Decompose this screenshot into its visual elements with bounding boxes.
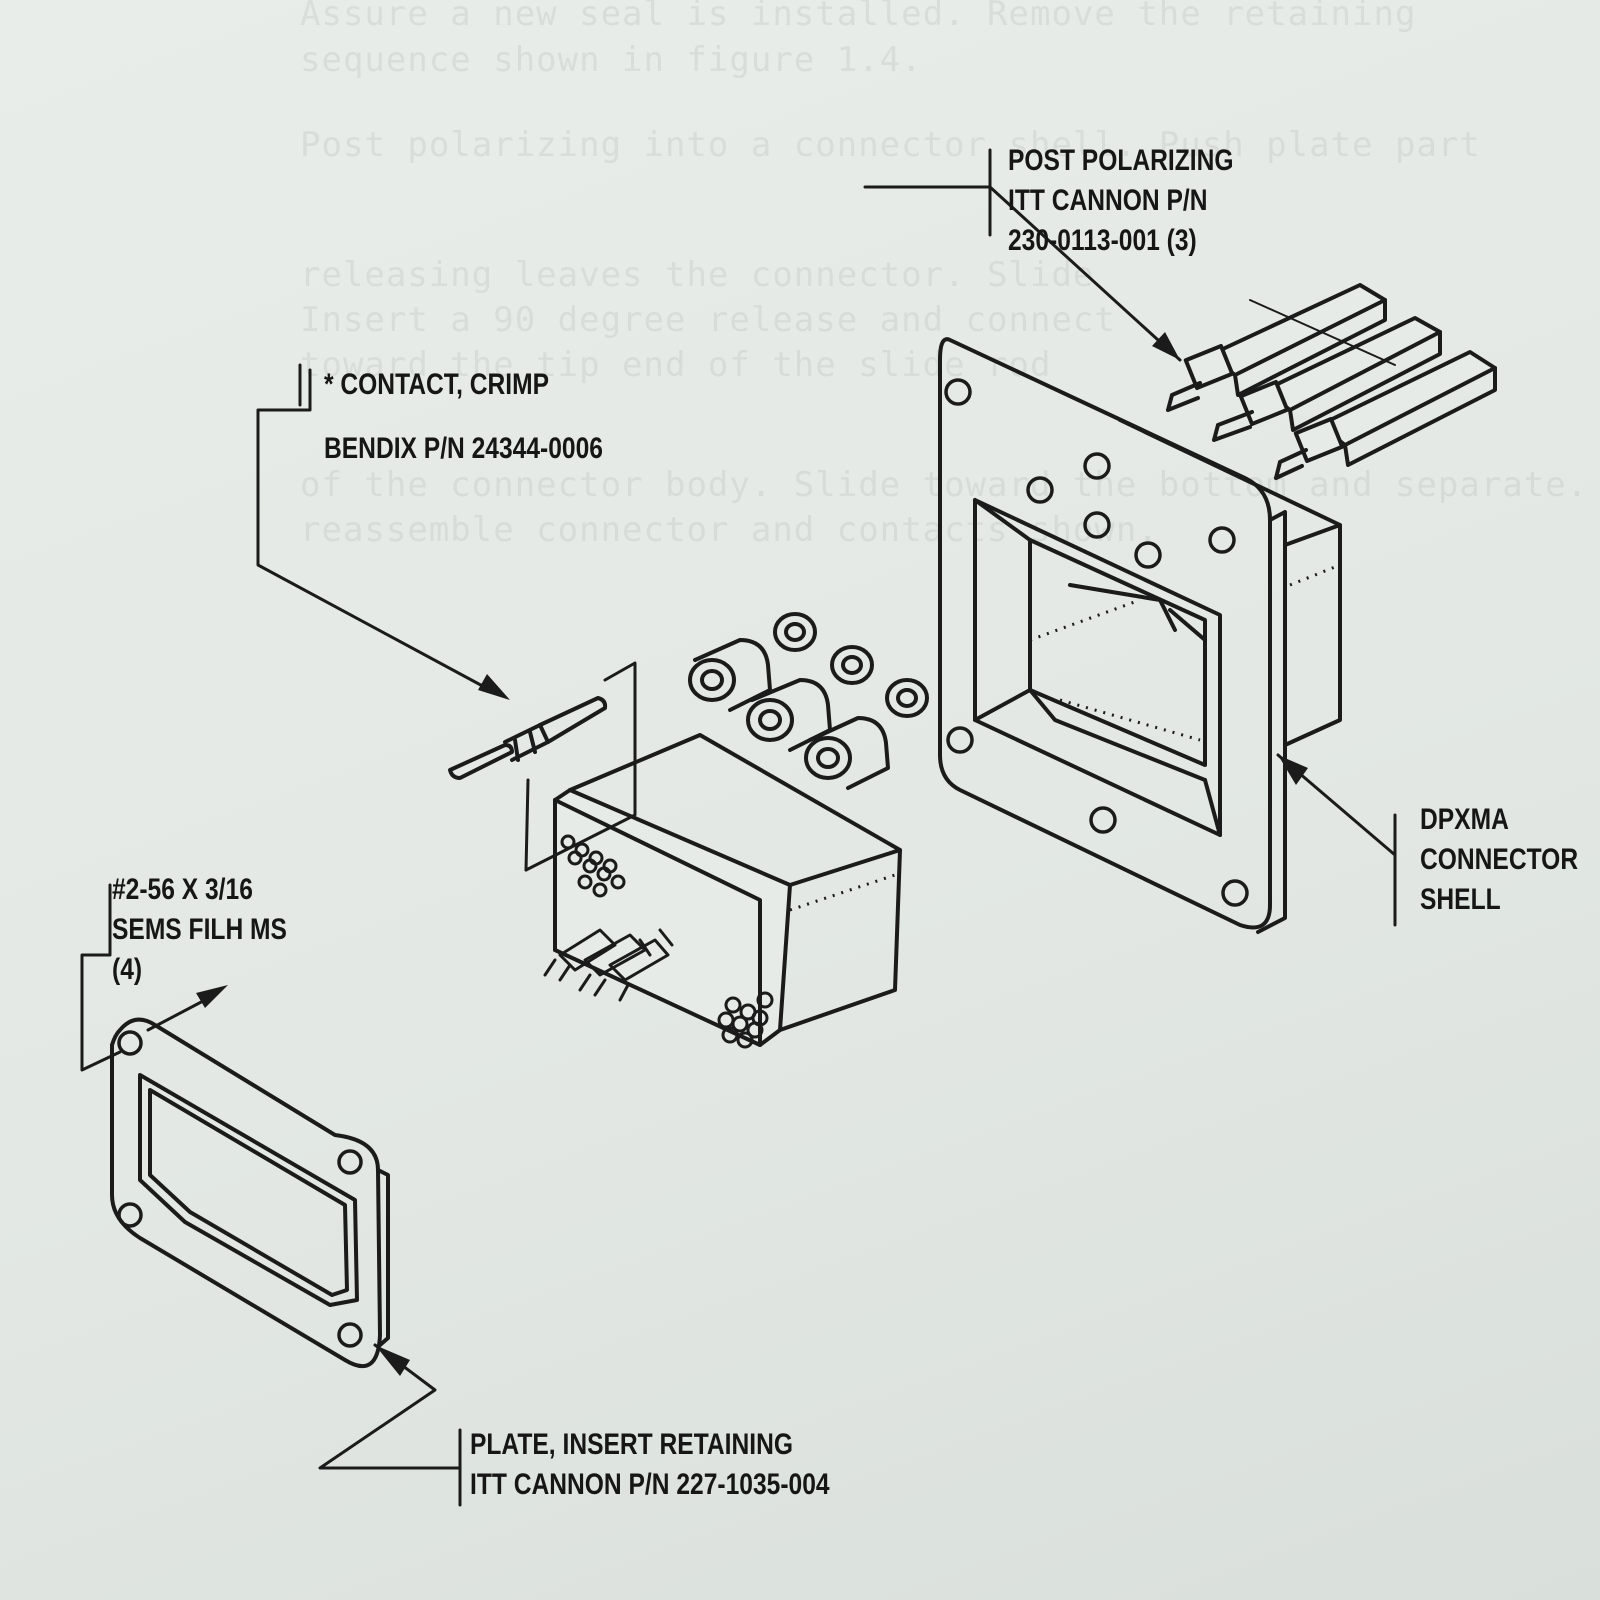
callout-line: BENDIX P/N 24344-0006 (324, 432, 603, 465)
callout-line: SEMS FILH MS (112, 913, 287, 946)
callout-line: (4) (112, 953, 143, 986)
spacer-washers (773, 612, 929, 718)
callout-line: ITT CANNON P/N 227-1035-004 (470, 1468, 830, 1501)
ghost-text-line: toward the tip end of the slide rod (300, 345, 1052, 385)
insert-contact-cavities (560, 834, 774, 1049)
callout-line: SHELL (1420, 883, 1501, 916)
inserted-contacts (543, 928, 674, 1002)
ghost-text-line: of the connector body. Slide toward the … (300, 465, 1589, 505)
connector-shell (938, 337, 1342, 934)
callout-contact-crimp: * CONTACT, CRIMP BENDIX P/N 24344-0006 (324, 353, 603, 481)
ghost-text-line: Insert a 90 degree release and connect (300, 300, 1116, 340)
callout-line: 230-0113-001 (3) (1008, 224, 1197, 257)
callout-retaining-plate: PLATE, INSERT RETAINING ITT CANNON P/N 2… (470, 1425, 830, 1505)
spacer-sleeves (688, 638, 890, 790)
callout-line: #2-56 X 3/16 (112, 873, 253, 906)
shell-mounting-holes (944, 378, 1249, 907)
ghost-text-line: Assure a new seal is installed. Remove t… (300, 0, 1417, 34)
leader-arrowheads (196, 332, 1308, 1376)
ghost-text-line: sequence shown in figure 1.4. (300, 40, 923, 80)
callout-screw: #2-56 X 3/16 SEMS FILH MS (4) (112, 870, 287, 990)
insert-dotted-edge (789, 873, 896, 912)
polarizing-posts (1166, 283, 1497, 480)
ghost-text-line: Post polarizing into a connector shell. … (300, 125, 1481, 165)
section-bracket (524, 661, 637, 872)
retaining-plate-holes (117, 1030, 363, 1348)
callout-connector-shell: DPXMA CONNECTOR SHELL (1420, 800, 1578, 920)
callout-line: * CONTACT, CRIMP (324, 368, 550, 401)
callout-line: POST POLARIZING (1008, 144, 1234, 177)
callout-line: ITT CANNON P/N (1008, 184, 1208, 217)
callout-line: DPXMA (1420, 803, 1509, 836)
ghost-text-line: releasing leaves the connector. Slide (300, 255, 1095, 295)
callout-post-polarizing: POST POLARIZING ITT CANNON P/N 230-0113-… (1008, 141, 1234, 261)
callout-line: PLATE, INSERT RETAINING (470, 1428, 794, 1461)
shell-dotted-edges (1029, 563, 1341, 742)
callout-line: CONNECTOR (1420, 843, 1579, 876)
retaining-plate (110, 1017, 390, 1369)
crimp-contact (448, 696, 608, 780)
leader-lines (80, 148, 1397, 1507)
